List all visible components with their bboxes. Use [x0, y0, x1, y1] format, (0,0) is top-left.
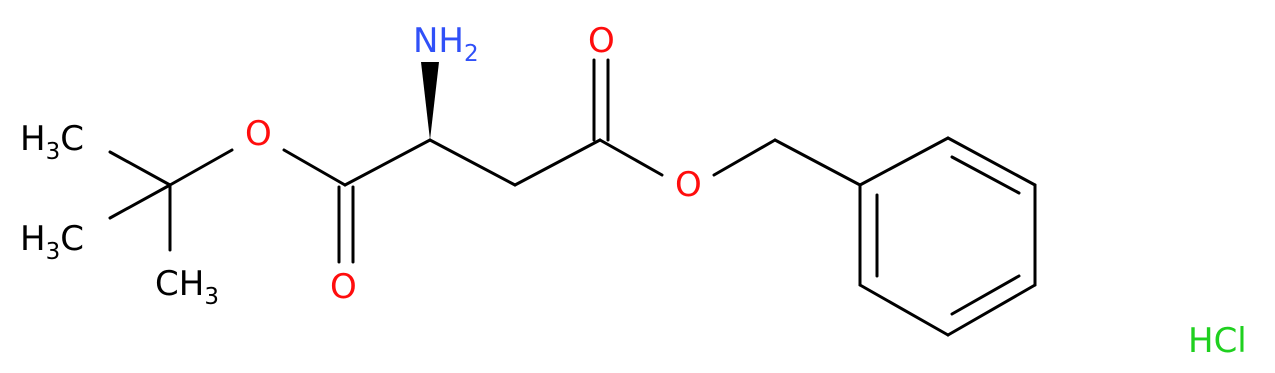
bond-ch3mid-cq — [108, 183, 172, 220]
amine-label: NH2 — [413, 21, 479, 67]
bond-cbeta-c2 — [513, 138, 602, 187]
ester-oxygen-label-benzyl: O — [675, 165, 702, 205]
ester-oxygen-label-tbu: O — [245, 114, 272, 154]
bond-o4-ch2 — [712, 138, 777, 177]
bond-ch3top-cq — [108, 150, 172, 187]
ring-inner-2 — [950, 274, 1021, 316]
methyl-label-bottom: CH3 — [155, 264, 219, 310]
ring-bond-1 — [858, 136, 950, 187]
bond-calpha-cbeta — [428, 138, 517, 187]
atom-labels: H3C H3C CH3 NH2 O O O O HCl — [20, 21, 1247, 361]
ring-bond-4 — [946, 283, 1037, 337]
salt-label: HCl — [1188, 321, 1247, 361]
carbonyl-oxygen-label-tbu: O — [330, 267, 357, 307]
bond-o1-c1 — [282, 148, 347, 187]
ring-inner-1 — [950, 155, 1021, 195]
ring-bond-5 — [858, 283, 950, 337]
wedge-bond-calpha-n — [421, 62, 439, 140]
ring-bond-2 — [946, 136, 1037, 187]
bond-ch2-ipso — [773, 138, 862, 187]
bonds — [108, 58, 1037, 337]
methyl-label-mid: H3C — [20, 219, 84, 265]
carbonyl-oxygen-label-benzyl: O — [588, 21, 615, 61]
bond-c1-calpha — [343, 138, 432, 187]
methyl-label-top: H3C — [20, 119, 84, 165]
bond-cq-o1 — [168, 148, 234, 187]
bond-c2-o4 — [598, 138, 664, 177]
